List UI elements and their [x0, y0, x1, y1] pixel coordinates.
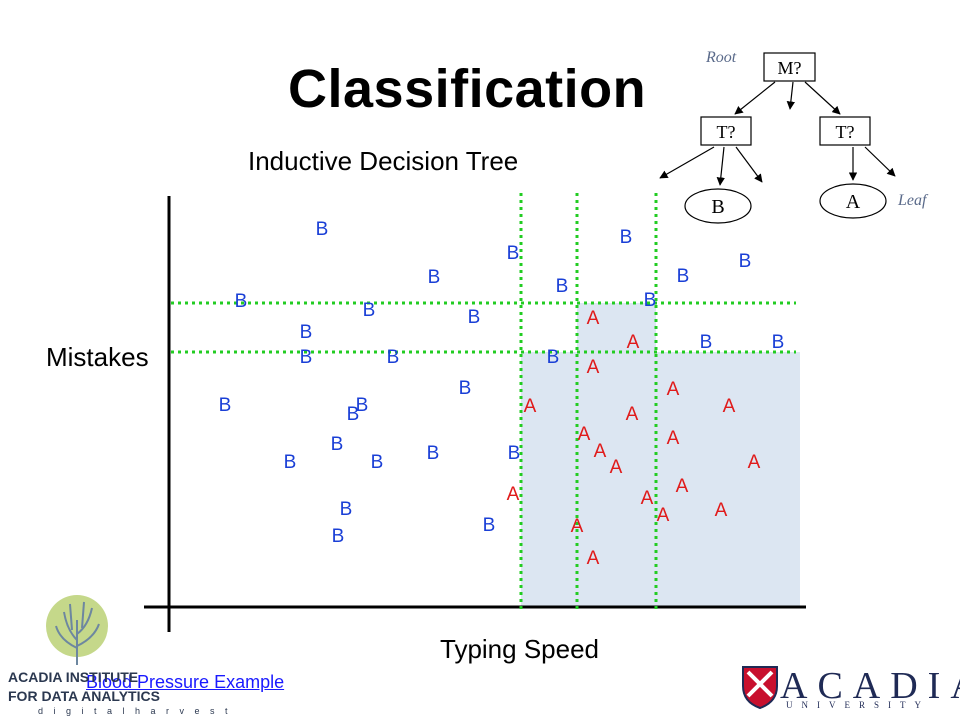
data-point-b: B — [300, 322, 313, 343]
data-point-a: A — [657, 505, 670, 526]
data-point-a: A — [627, 332, 640, 353]
data-point-b: B — [547, 347, 560, 368]
edge-root-left — [734, 81, 776, 115]
data-point-b: B — [300, 347, 313, 368]
class-a-region-top — [577, 303, 656, 352]
leaf-caption: Leaf — [897, 192, 929, 209]
data-point-a: A — [587, 548, 600, 569]
data-point-b: B — [700, 332, 713, 353]
institute-name-line1: ACADIA INSTITUTE — [8, 669, 139, 685]
data-point-a: A — [667, 379, 680, 400]
data-point-b: B — [620, 227, 633, 248]
university-subtitle: UNIVERSITY — [786, 700, 930, 710]
class-a-region — [521, 352, 800, 607]
data-point-b: B — [507, 243, 520, 264]
data-point-b: B — [340, 499, 353, 520]
edge-right-outer — [864, 146, 896, 177]
university-wordmark: ACADIA — [780, 665, 960, 707]
data-point-a: A — [507, 484, 520, 505]
data-point-b: B — [556, 276, 569, 297]
data-point-a: A — [571, 516, 584, 537]
leaf-a-label: A — [846, 191, 861, 213]
data-point-b: B — [739, 251, 752, 272]
data-point-b: B — [677, 266, 690, 287]
data-point-a: A — [587, 308, 600, 329]
data-point-b: B — [428, 267, 441, 288]
left-node-box — [700, 116, 752, 146]
data-point-a: A — [715, 500, 728, 521]
slide-subtitle: Inductive Decision Tree — [248, 146, 519, 176]
x-axis-label: Typing Speed — [440, 634, 600, 664]
edge-left-middle — [716, 146, 725, 186]
slide-title: Classification — [288, 59, 647, 119]
institute-tree-logo — [46, 595, 108, 665]
data-point-a: A — [587, 357, 600, 378]
data-point-b: B — [644, 290, 657, 311]
data-point-b: B — [772, 332, 785, 353]
data-point-a: A — [667, 428, 680, 449]
data-point-b: B — [483, 515, 496, 536]
edge-root-middle — [786, 81, 796, 110]
data-point-a: A — [524, 396, 537, 417]
edge-root-right — [804, 81, 841, 115]
data-point-b: B — [356, 395, 369, 416]
data-point-b: B — [331, 434, 344, 455]
institute-tagline: d i g i t a l h a r v e s t — [38, 706, 232, 716]
data-point-a: A — [626, 404, 639, 425]
data-point-b: B — [387, 347, 400, 368]
right-node-label: T? — [836, 122, 855, 142]
data-point-a: A — [723, 396, 736, 417]
data-point-b: B — [284, 452, 297, 473]
right-node-box — [819, 116, 871, 146]
data-point-b: B — [316, 219, 329, 240]
data-point-b: B — [332, 526, 345, 547]
data-point-b: B — [468, 307, 481, 328]
blood-pressure-example-link[interactable]: Blood Pressure Example — [86, 672, 285, 692]
data-point-b: B — [347, 404, 360, 425]
data-point-a: A — [641, 488, 654, 509]
edge-left-inner — [735, 146, 763, 183]
y-axis-label: Mistakes — [46, 342, 149, 372]
data-point-b: B — [459, 378, 472, 399]
data-point-b: B — [363, 300, 376, 321]
data-point-b: B — [219, 395, 232, 416]
edge-left-outer — [659, 146, 715, 179]
data-point-a: A — [748, 452, 761, 473]
data-point-a: A — [610, 457, 623, 478]
data-point-a: A — [594, 441, 607, 462]
data-point-b: B — [235, 291, 248, 312]
data-point-b: B — [371, 452, 384, 473]
leaf-b-label: B — [711, 196, 724, 218]
institute-name-line2: FOR DATA ANALYTICS — [8, 688, 160, 704]
data-point-a: A — [676, 476, 689, 497]
leaf-b-node — [684, 188, 752, 224]
leaf-a-node — [819, 183, 887, 219]
university-shield-icon — [742, 666, 778, 710]
decision-tree: Root Leaf M? T? T? B A — [659, 49, 929, 224]
data-point-a: A — [578, 424, 591, 445]
data-point-b: B — [508, 443, 521, 464]
root-caption: Root — [705, 49, 737, 66]
root-node-label: M? — [778, 58, 802, 78]
root-node-box — [763, 52, 816, 82]
data-point-b: B — [427, 443, 440, 464]
left-node-label: T? — [717, 122, 736, 142]
